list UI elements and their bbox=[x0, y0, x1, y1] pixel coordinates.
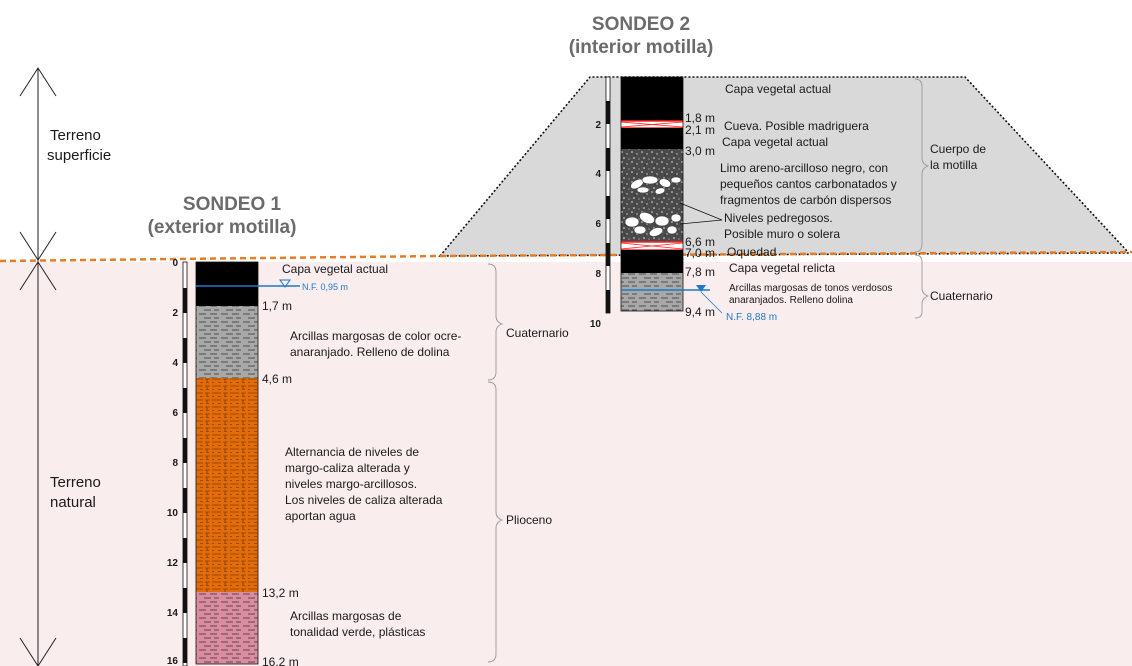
s2-tick-10: 10 bbox=[590, 319, 602, 330]
s1-depth-3: 13,2 m bbox=[262, 586, 299, 600]
s1-layer-desc-2a: Alternancia de niveles de bbox=[285, 445, 419, 459]
terreno-natural-label-2: natural bbox=[50, 494, 96, 511]
sondeo1-scale-bar bbox=[182, 261, 188, 666]
sondeo1-title: SONDEO 1 bbox=[183, 194, 282, 215]
s2-tick-4: 4 bbox=[595, 169, 601, 180]
s2-leader-stones-2 bbox=[679, 219, 723, 225]
s1-depth-1: 1,7 m bbox=[262, 299, 292, 313]
s1-layer-desc-1b: anaranjado. Relleno de dolina bbox=[290, 345, 450, 359]
s1-tick-0: 0 bbox=[172, 258, 178, 269]
motilla-mound bbox=[438, 76, 1129, 257]
s2-layer-desc-4a: Niveles pedregosos. bbox=[724, 211, 833, 225]
s1-tick-12: 12 bbox=[167, 558, 179, 569]
s2-layer-desc-7b: anaranjados. Relleno dolina bbox=[729, 295, 853, 306]
s2-tick-8: 8 bbox=[595, 269, 601, 280]
s2-depth-5: 7,0 m bbox=[685, 246, 715, 260]
natural-ground-area bbox=[0, 262, 1132, 666]
s1-layer-desc-3a: Arcillas margosas de bbox=[290, 609, 402, 623]
s2-layer-desc-3c: fragmentos de carbón dispersos bbox=[720, 193, 891, 207]
s2-depth-7: 9,4 m bbox=[685, 305, 715, 319]
s1-depth-2: 4,6 m bbox=[262, 372, 292, 386]
s2-unit-cuerpo-2: la motilla bbox=[930, 158, 978, 172]
terreno-superficie-label-1: Terreno bbox=[50, 127, 101, 144]
s2-layer-desc-2: Capa vegetal actual bbox=[722, 135, 828, 149]
s2-water-table-label: N.F. 8,88 m bbox=[726, 312, 777, 323]
s1-water-table-label: N.F. 0,95 m bbox=[302, 282, 348, 292]
ground-surface-line bbox=[0, 250, 1132, 263]
s1-tick-4: 4 bbox=[172, 358, 178, 369]
s1-layer-desc-2e: aportan agua bbox=[285, 509, 356, 523]
s2-water-table-leader bbox=[700, 291, 723, 314]
s1-brace-cuaternario bbox=[487, 263, 504, 381]
s2-layer-desc-3b: pequeños cantos carbonatados y bbox=[720, 177, 897, 191]
s1-tick-10: 10 bbox=[167, 508, 179, 519]
s1-layer-desc-2d: Los niveles de caliza alterada bbox=[285, 493, 443, 507]
s1-tick-14: 14 bbox=[167, 608, 179, 619]
sondeo1-column bbox=[195, 261, 259, 665]
s2-tick-6: 6 bbox=[595, 219, 601, 230]
s1-layer-desc-2b: margo-caliza alterada y bbox=[285, 461, 410, 475]
s2-brace-cuaternario bbox=[914, 254, 930, 319]
sondeo2-scale-bar bbox=[605, 76, 611, 314]
s2-layer-desc-1: Cueva. Posible madriguera bbox=[724, 119, 869, 133]
s2-layer-relict-topsoil bbox=[621, 250, 683, 273]
s2-leader-stones-1 bbox=[679, 202, 723, 221]
s2-depth-2: 2,1 m bbox=[685, 123, 715, 137]
s2-layer-desc-4b: Posible muro o solera bbox=[724, 227, 840, 241]
s2-tick-2: 2 bbox=[595, 120, 601, 131]
s1-tick-16: 16 bbox=[167, 656, 179, 666]
sondeo2-subtitle: (interior motilla) bbox=[569, 37, 714, 58]
sondeo2-column bbox=[620, 76, 684, 312]
s2-unit-cuerpo-1: Cuerpo de bbox=[930, 142, 986, 156]
s1-depth-4: 16,2 m bbox=[262, 655, 299, 666]
s2-brace-motilla bbox=[914, 78, 930, 253]
terreno-superficie-label-2: superficie bbox=[47, 147, 111, 164]
s1-layer-desc-2c: niveles margo-arcillosos. bbox=[285, 477, 417, 491]
s2-stones bbox=[624, 175, 682, 237]
s1-tick-2: 2 bbox=[172, 308, 178, 319]
s1-water-table-marker bbox=[279, 279, 291, 288]
s1-layer-desc-0: Capa vegetal actual bbox=[282, 262, 388, 276]
s1-tick-6: 6 bbox=[172, 408, 178, 419]
s2-layer-desc-3a: Limo areno-arcilloso negro, con bbox=[720, 161, 888, 175]
s1-unit-plioceno: Plioceno bbox=[506, 513, 552, 527]
s2-depth-1: 1,8 m bbox=[685, 111, 715, 125]
s1-unit-cuaternario: Cuaternario bbox=[506, 326, 569, 340]
s1-layer-topsoil bbox=[196, 262, 258, 306]
s2-layer-desc-6: Capa vegetal relicta bbox=[729, 261, 835, 275]
sondeo2-title: SONDEO 2 bbox=[592, 14, 690, 35]
sondeo1-subtitle: (exterior motilla) bbox=[148, 217, 297, 238]
s2-layer-desc-7a: Arcillas margosas de tonos verdosos bbox=[729, 283, 892, 294]
s2-depth-4: 6,6 m bbox=[685, 235, 715, 249]
terreno-natural-label-1: Terreno bbox=[50, 474, 101, 491]
s2-unit-cuaternario: Cuaternario bbox=[930, 289, 993, 303]
s1-tick-8: 8 bbox=[172, 458, 178, 469]
s2-depth-3: 3,0 m bbox=[685, 144, 715, 158]
s2-layer-topsoil bbox=[621, 77, 683, 121]
left-depth-axis bbox=[19, 67, 57, 666]
s2-layer-desc-5: Oquedad bbox=[727, 245, 776, 259]
s2-layer-desc-0: Capa vegetal actual bbox=[725, 82, 831, 96]
s2-water-table-marker bbox=[696, 285, 706, 292]
s1-layer-desc-1a: Arcillas margosas de color ocre- bbox=[290, 329, 461, 343]
s2-depth-6: 7,8 m bbox=[685, 265, 715, 279]
s1-layer-desc-3b: tonalidad verde, plásticas bbox=[290, 625, 425, 639]
s2-layer-topsoil-2 bbox=[621, 128, 683, 149]
s1-brace-plioceno bbox=[487, 381, 504, 663]
